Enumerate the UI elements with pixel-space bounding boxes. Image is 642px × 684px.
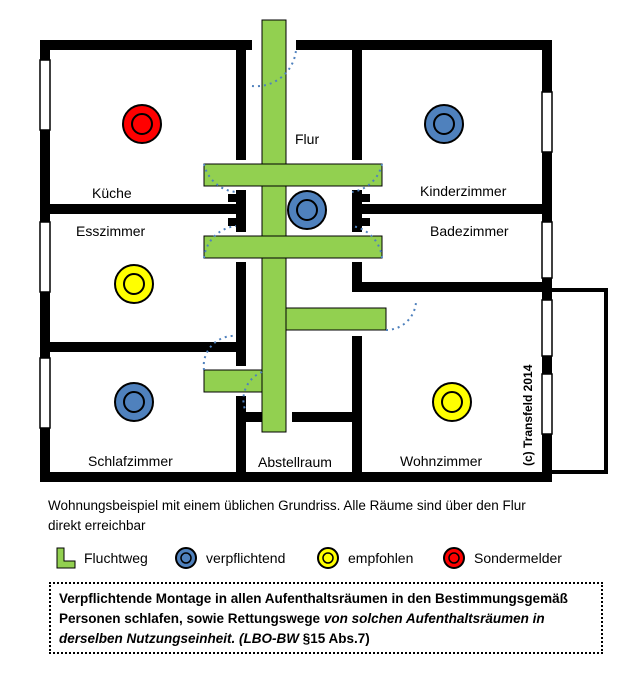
room-label-wohnzimmer: Wohnzimmer — [400, 453, 483, 469]
room-label-kinderzimmer: Kinderzimmer — [420, 183, 507, 199]
copyright: (c) Transfeld 2014 — [521, 364, 535, 466]
floor-plan: Küche Esszimmer Flur Kinderzimmer Badezi… — [39, 19, 608, 482]
detector-kueche — [122, 104, 162, 144]
escape-route-branch-esszimmer-badezimmer — [203, 235, 383, 259]
room-label-flur: Flur — [295, 131, 319, 147]
escape-route-branch-wohnzimmer — [285, 307, 387, 331]
legend-item-mandatory: verpflichtend — [174, 544, 285, 572]
smoke-detectors — [114, 104, 472, 422]
escape-route-icon — [56, 547, 76, 569]
recommended-detector-icon — [317, 547, 339, 569]
escape-route-branch-schlafzimmer — [203, 369, 263, 393]
room-label-esszimmer: Esszimmer — [76, 223, 146, 239]
balcony — [552, 288, 608, 474]
special-detector-icon — [443, 547, 465, 569]
room-label-schlafzimmer: Schlafzimmer — [88, 453, 173, 469]
room-labels: Küche Esszimmer Flur Kinderzimmer Badezi… — [76, 131, 509, 470]
detector-schlafzimmer — [114, 382, 154, 422]
detector-kinderzimmer — [424, 104, 464, 144]
detector-esszimmer — [114, 264, 154, 304]
legend-label-special: Sondermelder — [474, 550, 562, 566]
legend: Fluchtweg verpflichtend empfohlen Sonder… — [48, 544, 608, 572]
room-label-kueche: Küche — [92, 185, 132, 201]
legend-item-escape-route: Fluchtweg — [56, 544, 148, 572]
note-text-regular: Verpflichtende Montage in allen Aufentha… — [59, 591, 568, 626]
room-label-abstellraum: Abstellraum — [258, 454, 332, 470]
detector-wohnzimmer — [432, 382, 472, 422]
mandatory-detector-icon — [175, 547, 197, 569]
escape-route-branch-kueche-kinderzimmer — [203, 163, 383, 187]
legend-label-mandatory: verpflichtend — [206, 550, 286, 566]
legend-label-recommended: empfohlen — [348, 550, 414, 566]
windows — [39, 59, 553, 435]
caption: Wohnungsbeispiel mit einem üblichen Grun… — [48, 498, 526, 533]
escape-route — [203, 19, 387, 433]
legend-label-escape-route: Fluchtweg — [84, 550, 148, 566]
legend-item-recommended: empfohlen — [316, 544, 413, 572]
walls — [40, 40, 552, 482]
room-label-badezimmer: Badezimmer — [430, 223, 509, 239]
detector-flur — [287, 190, 327, 230]
door-swings — [202, 49, 417, 413]
note-text-reference: §15 Abs.7) — [302, 631, 370, 646]
escape-route-main-corridor — [261, 19, 287, 433]
regulation-note: Verpflichtende Montage in allen Aufentha… — [49, 582, 603, 654]
note-text-italic: von solchen Aufenthaltsräumen in derselb… — [59, 611, 545, 646]
legend-item-special: Sondermelder — [442, 544, 562, 572]
